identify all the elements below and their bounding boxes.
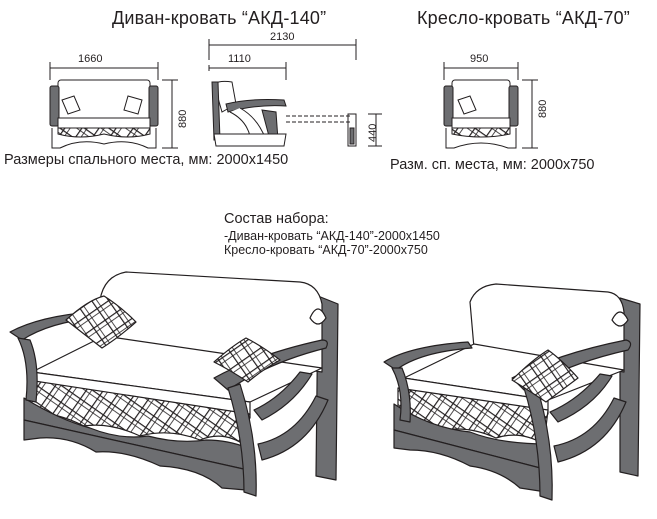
chair-front-view bbox=[443, 62, 538, 149]
set-item: -Диван-кровать “АКД-140”-2000x1450 bbox=[224, 229, 440, 243]
set-item: Кресло-кровать “АКД-70”-2000x750 bbox=[224, 243, 428, 257]
sofa-sleep-size: Размеры спального места, мм: 2000x1450 bbox=[4, 152, 289, 168]
chair-title: Кресло-кровать “АКД-70” bbox=[417, 8, 630, 28]
set-heading: Состав набора: bbox=[224, 211, 329, 227]
sofa-width-dim: 1660 bbox=[78, 53, 102, 65]
sofa-side-view bbox=[208, 39, 382, 147]
chair-width-dim: 950 bbox=[470, 53, 488, 65]
sofa-title: Диван-кровать “АКД-140” bbox=[112, 8, 327, 28]
chair-sleep-size: Разм. сп. места, мм: 2000x750 bbox=[390, 157, 595, 173]
chair-illustration bbox=[383, 283, 641, 501]
chair-height-dim: 880 bbox=[537, 100, 549, 118]
sofa-front-view bbox=[49, 62, 178, 149]
sofa-illustration bbox=[9, 271, 339, 497]
sofa-height-dim: 880 bbox=[177, 110, 189, 128]
sofa-seat-height-dim: 440 bbox=[367, 124, 379, 142]
sofa-open-length-dim: 2130 bbox=[270, 31, 294, 43]
sofa-depth-dim: 1110 bbox=[228, 53, 251, 65]
